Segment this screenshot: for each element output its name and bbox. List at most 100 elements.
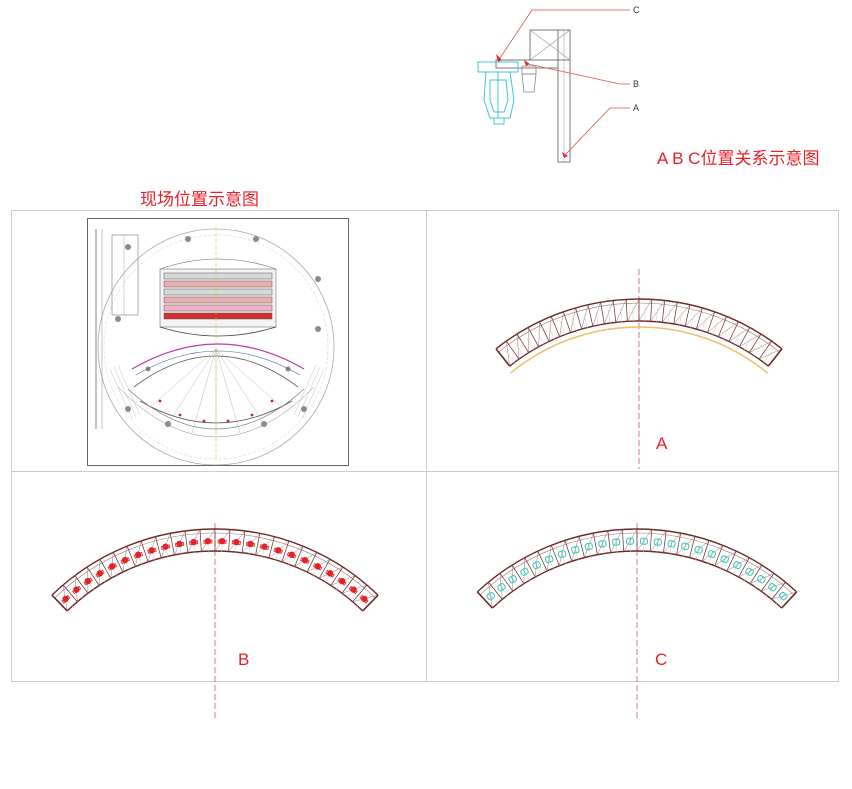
marker-a-label: A	[633, 103, 639, 113]
panel-infill	[537, 332, 545, 346]
cyan-fixture	[544, 555, 554, 564]
panel-grid	[11, 210, 839, 682]
truss-web-vertical	[506, 340, 520, 360]
truss-web-diagonal	[696, 311, 715, 330]
panel-c-drawing	[476, 523, 798, 720]
truss-web-vertical	[241, 530, 246, 553]
panel-infill	[678, 311, 683, 327]
red-fixture	[72, 585, 82, 595]
red-fixture	[147, 547, 157, 554]
truss-web-vertical	[281, 540, 290, 562]
red-fixture	[107, 563, 118, 571]
red-fixture	[245, 540, 256, 548]
panel-infill	[733, 332, 741, 346]
truss-web-vertical	[268, 536, 275, 559]
panel-infill	[690, 314, 695, 330]
panel-a-drawing	[495, 269, 783, 469]
cyan-fixture	[532, 560, 541, 570]
truss-web-vertical	[650, 299, 653, 322]
cyan-fixture	[508, 574, 518, 584]
truss-web-diagonal	[684, 307, 703, 327]
truss-web-diagonal	[548, 316, 552, 342]
truss-web-vertical	[578, 536, 585, 558]
truss-web-diagonal	[581, 304, 589, 330]
truss-web-vertical	[539, 321, 550, 342]
truss-foot-right	[767, 348, 783, 367]
red-fixture	[61, 594, 71, 604]
cyan-fixture	[756, 574, 766, 584]
truss-web-diagonal	[739, 333, 762, 347]
panel-infill	[583, 314, 588, 330]
truss-web-diagonal	[627, 298, 640, 322]
panel-b-label: B	[238, 650, 250, 669]
truss-web-vertical	[738, 327, 751, 347]
truss-web-diagonal	[638, 299, 653, 322]
panel-infill	[607, 309, 611, 326]
truss-web-vertical	[126, 546, 136, 567]
panel-infill	[711, 322, 718, 337]
truss-web-vertical	[341, 575, 356, 594]
red-fixture	[120, 556, 131, 565]
cyan-fixture	[733, 560, 742, 570]
truss-web-diagonal	[749, 340, 772, 353]
truss-web-vertical	[689, 536, 696, 558]
panel-infill	[701, 318, 707, 333]
cyan-fixture	[598, 540, 607, 548]
inner-track-arc	[509, 326, 769, 374]
abc-diagram-title: A B C位置关系示意图	[657, 149, 820, 168]
panel-infill	[548, 326, 556, 341]
panel-infill	[526, 338, 535, 352]
cyan-fixture	[639, 537, 649, 545]
site-plan-title: 现场位置示意图	[140, 190, 259, 209]
truss-web-diagonal	[615, 299, 627, 323]
truss-web-vertical	[140, 540, 149, 562]
truss-web-diagonal	[570, 307, 576, 333]
truss-foot-left	[476, 591, 493, 609]
red-fixture	[359, 594, 369, 604]
truss-inner-chord	[66, 550, 364, 612]
truss-web-vertical	[564, 540, 573, 562]
truss-arch	[51, 523, 379, 720]
truss-web-vertical	[184, 530, 189, 553]
red-fixture	[337, 577, 347, 586]
truss-web-vertical	[524, 557, 536, 578]
truss-web-diagonal	[527, 327, 529, 353]
red-fixture	[203, 538, 213, 545]
red-fixture	[312, 563, 323, 571]
cyan-fixture	[778, 591, 788, 601]
truss-web-vertical	[112, 552, 124, 573]
red-fixture	[273, 547, 283, 554]
cyan-fixture	[707, 550, 717, 559]
panel-infill	[752, 344, 762, 358]
panel-c-label: C	[655, 650, 668, 669]
truss-web-diagonal	[516, 333, 520, 360]
grid-divider-vertical	[426, 211, 427, 681]
truss-web-vertical	[228, 529, 231, 552]
truss-web-vertical	[749, 564, 763, 584]
red-fixture	[133, 551, 144, 559]
truss-web-vertical	[74, 575, 89, 594]
truss-web-vertical	[86, 566, 100, 586]
panel-infill	[722, 326, 730, 341]
marker-c-label: C	[633, 5, 640, 15]
truss-web-vertical	[661, 300, 666, 323]
truss-web-vertical	[728, 321, 739, 342]
truss-web-vertical	[199, 529, 202, 552]
truss-web-vertical	[760, 573, 775, 592]
panel-infill	[571, 318, 577, 333]
red-fixture	[348, 585, 358, 595]
abc-relation-drawing: C B A	[477, 5, 640, 163]
truss-web-vertical	[511, 564, 525, 584]
truss-web-diagonal	[758, 348, 783, 360]
red-fixture	[189, 538, 199, 546]
red-fixture	[174, 540, 185, 548]
truss-web-vertical	[550, 545, 560, 566]
abc-relation-diagram: C B A	[470, 0, 650, 170]
site-plan-drawing	[87, 218, 349, 466]
truss-web-diagonal	[506, 341, 510, 367]
truss-web-vertical	[622, 529, 625, 552]
cyan-fixture	[768, 583, 777, 592]
cyan-fixture	[680, 542, 690, 551]
truss-web-vertical	[612, 300, 617, 323]
truss-inner-chord	[491, 550, 783, 609]
